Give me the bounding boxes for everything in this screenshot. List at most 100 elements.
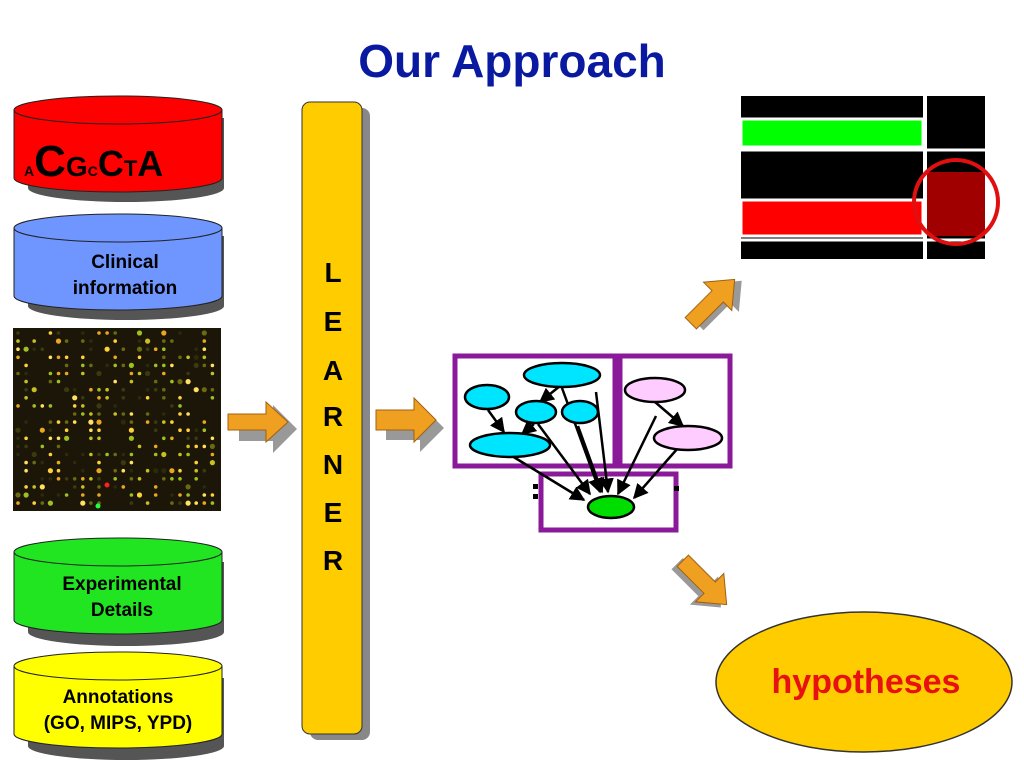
dna-sequence-database: ACGCCTA — [13, 95, 224, 202]
array-spot — [32, 339, 36, 343]
array-spot — [47, 468, 54, 474]
array-spot — [40, 347, 45, 352]
array-spot — [186, 444, 190, 449]
array-spot — [96, 419, 102, 425]
array-spot — [105, 331, 109, 335]
array-spot — [178, 428, 182, 433]
array-spot — [95, 503, 101, 509]
array-spot — [64, 420, 69, 424]
array-spot — [81, 371, 85, 376]
hypotheses-label: hypotheses — [772, 663, 961, 701]
array-spot — [81, 355, 85, 360]
array-spot — [170, 501, 174, 505]
input-arrow — [227, 400, 297, 453]
array-spot — [56, 444, 61, 449]
array-spot — [128, 427, 134, 433]
array-spot — [89, 477, 93, 481]
array-spot — [113, 412, 117, 416]
array-spot — [210, 396, 215, 400]
array-spot — [39, 484, 45, 490]
array-spot — [121, 468, 126, 473]
array-spot — [80, 500, 86, 506]
array-spot — [105, 396, 109, 400]
array-spot — [162, 371, 166, 376]
annotations-label-line2: (GO, MIPS, YPD) — [44, 713, 193, 734]
array-spot — [202, 339, 207, 343]
array-spot — [145, 347, 150, 352]
array-spot — [48, 420, 53, 424]
array-spot — [48, 379, 53, 384]
array-spot — [97, 452, 101, 457]
array-spot — [170, 436, 174, 441]
array-spot — [194, 460, 198, 465]
array-spot — [153, 444, 158, 449]
array-spot — [120, 419, 126, 425]
experimental-label-line1: Experimental — [62, 574, 181, 595]
array-spot — [72, 420, 77, 424]
array-spot — [153, 347, 158, 352]
array-spot — [136, 330, 143, 336]
array-spot — [113, 355, 117, 360]
array-spot — [186, 452, 190, 457]
array-spot — [178, 477, 182, 481]
array-spot — [161, 451, 167, 458]
array-spot — [145, 396, 150, 400]
array-spot — [202, 420, 207, 424]
array-spot — [137, 396, 142, 400]
array-spot — [89, 452, 93, 457]
array-spot — [40, 404, 45, 408]
array-spot — [202, 355, 207, 360]
array-spot — [97, 412, 101, 416]
array-spot — [178, 404, 182, 408]
array-spot — [32, 404, 36, 408]
array-spot — [48, 452, 53, 457]
array-spot — [202, 363, 207, 368]
array-spot — [81, 412, 85, 416]
array-spot — [72, 395, 78, 401]
array-spot — [113, 485, 117, 489]
array-spot — [97, 428, 101, 433]
array-spot — [153, 468, 159, 474]
array-spot — [202, 428, 207, 433]
array-spot — [121, 485, 126, 489]
array-spot — [64, 363, 69, 368]
array-spot — [145, 412, 150, 416]
array-spot — [201, 330, 207, 336]
array-spot — [31, 387, 37, 393]
array-spot — [161, 468, 167, 474]
array-spot — [210, 371, 215, 376]
array-spot — [81, 452, 85, 457]
clinical-label-line2: information — [73, 278, 178, 299]
array-spot — [96, 370, 102, 377]
array-spot — [96, 468, 102, 474]
array-spot — [89, 501, 93, 505]
learner-letter: A — [323, 355, 343, 386]
array-spot — [136, 346, 143, 352]
array-spot — [56, 355, 61, 360]
array-spot — [56, 436, 61, 441]
array-spot — [162, 387, 166, 392]
array-spot — [81, 363, 85, 368]
array-spot — [40, 501, 45, 505]
learner-letter: E — [324, 306, 343, 337]
array-spot — [48, 404, 53, 408]
array-spot — [64, 428, 69, 433]
array-spot — [105, 452, 109, 457]
array-spot — [194, 444, 198, 449]
array-spot — [47, 500, 54, 506]
array-spot — [186, 355, 190, 360]
array-spot — [186, 412, 190, 416]
annotations-database: Annotations (GO, MIPS, YPD) — [13, 651, 224, 760]
array-spot — [113, 363, 117, 368]
array-spot — [113, 379, 117, 384]
array-spot — [113, 404, 117, 408]
array-spot — [105, 387, 109, 392]
array-spot — [162, 347, 166, 352]
array-spot — [56, 379, 61, 384]
array-spot — [129, 371, 134, 376]
array-spot — [178, 396, 182, 400]
array-spot — [81, 485, 85, 489]
array-spot — [24, 436, 28, 441]
array-spot — [153, 387, 158, 392]
